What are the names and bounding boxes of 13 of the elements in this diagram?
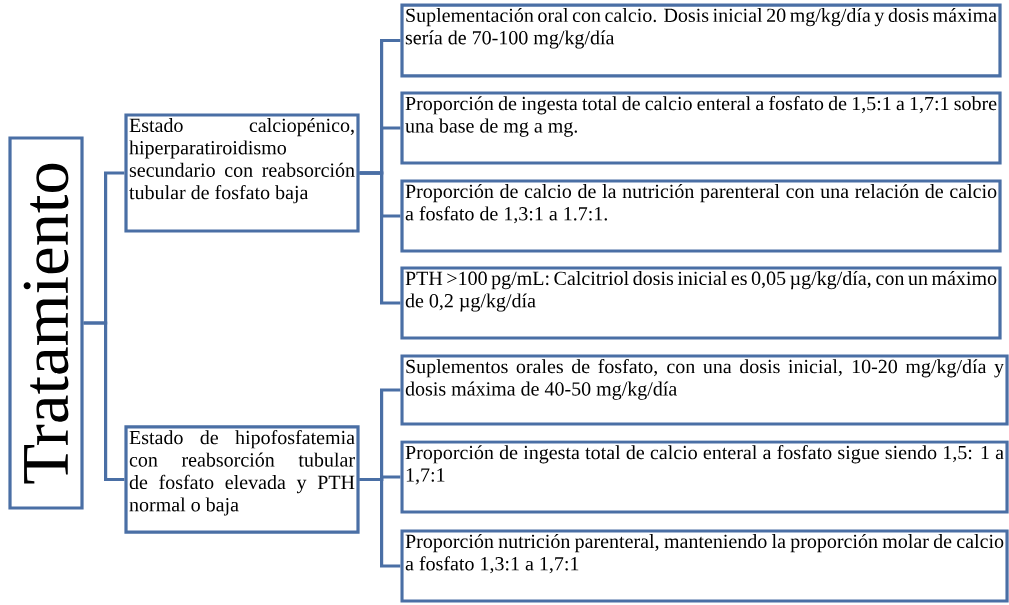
treatment-box: Proporción de ingesta total de calcio enteral a fosfato sigue siendo 1,5: 1 a 1,7:1 (400, 440, 1009, 514)
connector-line (359, 477, 401, 568)
category-box: Tratamiento (8, 136, 84, 510)
condition-box: Estado de hipofosfatemia con reabsorción tubular de fosfato elevada y PTH normal o baja (124, 425, 360, 534)
treatment-box: Proporción de ingesta total de calcio enteral a fosfato de 1,5:1 a 1,7:1 sobre una base de mg a mg. (400, 91, 1002, 165)
treatment-box: PTH >100 pg/mL: Calcitriol dosis inicial es 0,05 µg/kg/día, con un máximo de 0,2 µg/kg/día (400, 266, 1002, 340)
treatment-box: Suplementos orales de fosfato, con una dosis inicial, 10-20 mg/kg/día y dosis máxima de 40-50 mg/kg/día (400, 354, 1009, 426)
connector-line (359, 171, 401, 305)
treatment-box: Suplementación oral con calcio. Dosis inicial 20 mg/kg/día y dosis máxima sería de 70-100 mg/kg/día (400, 3, 1002, 78)
condition-box: Estado calciopénico, hiperparatiroidismo secundario con reabsorción tubular de fosfato baja (124, 113, 360, 233)
connector-line (83, 321, 125, 482)
treatment-box: Proporción de calcio de la nutrición parenteral con una relación de calcio a fosfato de 1,3:1 a 1.7:1. (400, 179, 1002, 253)
treatment-box: Proporción nutrición parenteral, manteniendo la proporción molar de calcio a fosfato 1,3:1 a 1,7:1 (400, 529, 1009, 603)
